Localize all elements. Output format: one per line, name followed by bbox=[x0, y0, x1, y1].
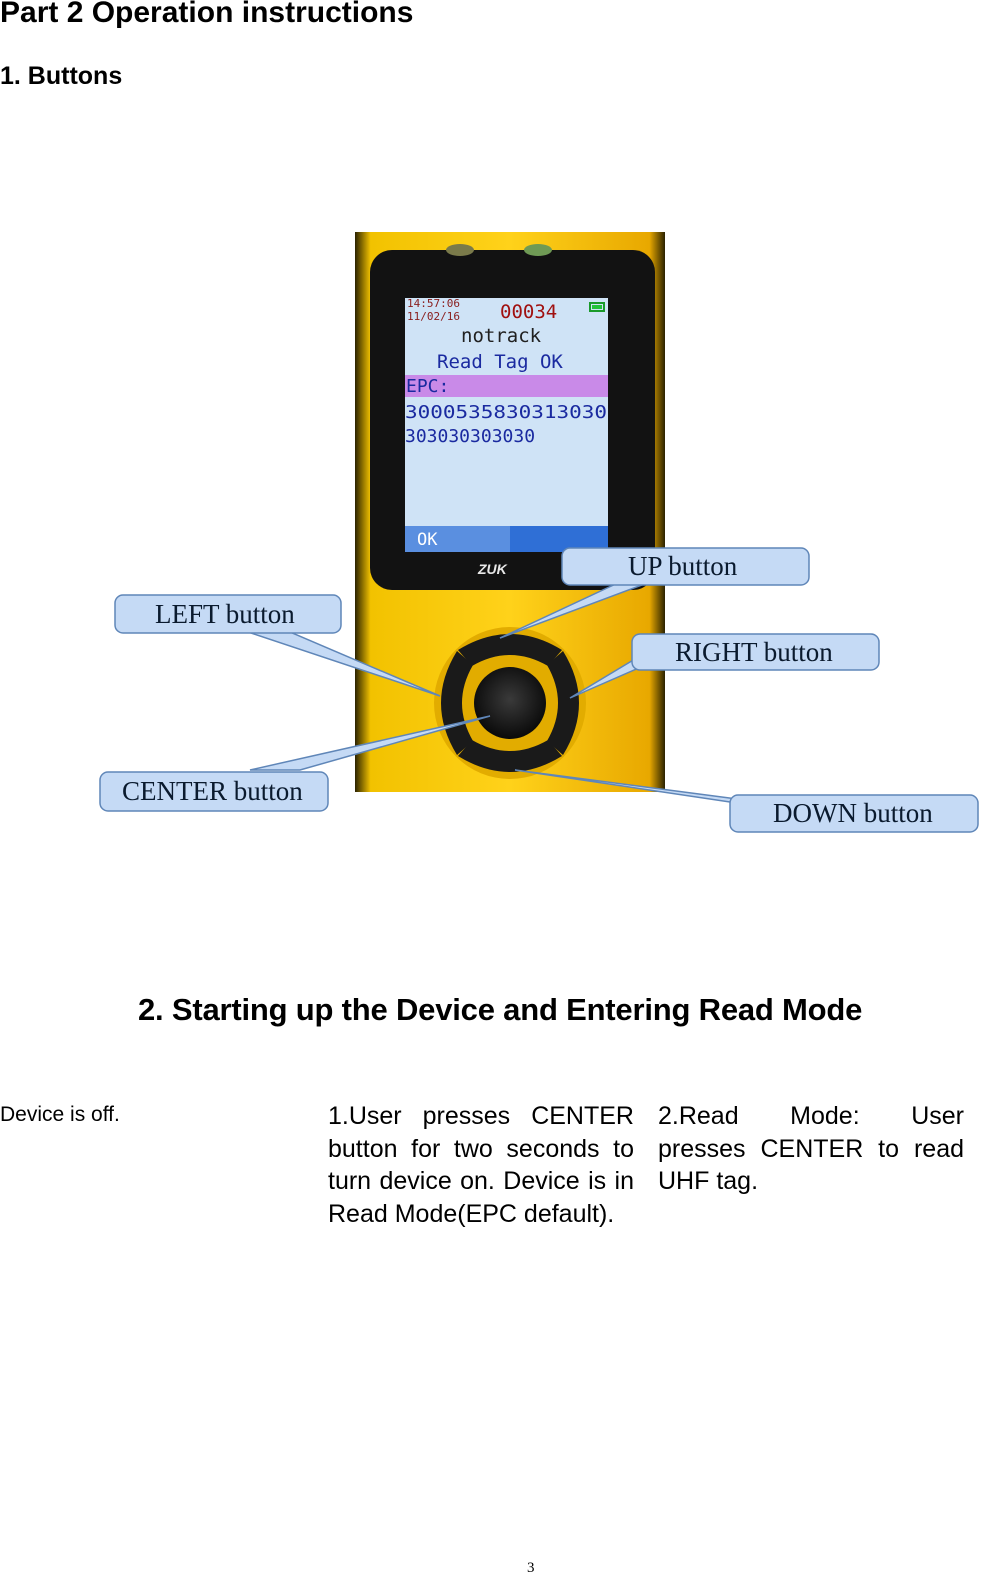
callout-down: DOWN button bbox=[729, 794, 979, 833]
screen-count: 00034 bbox=[500, 301, 557, 323]
section-heading-buttons: 1. Buttons bbox=[0, 62, 123, 90]
screen-epc-label: EPC: bbox=[406, 376, 449, 397]
callout-up: UP button bbox=[561, 547, 810, 586]
page-number: 3 bbox=[527, 1560, 535, 1576]
screen-epc2: 303030303030 bbox=[405, 426, 535, 447]
right-key bbox=[547, 651, 579, 755]
svg-text:CENTER button: CENTER button bbox=[122, 776, 303, 806]
svg-text:RIGHT button: RIGHT button bbox=[675, 637, 833, 667]
callout-left: LEFT button bbox=[114, 594, 342, 634]
device-figure: 14:57:06 11/02/16 00034 notrack Read Tag… bbox=[99, 232, 979, 833]
step-read-mode: 2.Read Mode: User presses CENTER to read… bbox=[658, 1102, 964, 1195]
section-heading-startup: 2. Starting up the Device and Entering R… bbox=[138, 992, 863, 1027]
screen-line1: notrack bbox=[461, 325, 542, 347]
brand-logo: ZUK bbox=[477, 561, 508, 577]
svg-text:LEFT button: LEFT button bbox=[155, 599, 295, 629]
callout-right: RIGHT button bbox=[631, 633, 880, 671]
left-key bbox=[441, 651, 473, 755]
screen-softkey: OK bbox=[417, 530, 438, 550]
step-device-off: Device is off. bbox=[0, 1103, 120, 1126]
up-key bbox=[458, 634, 562, 666]
screen-date: 11/02/16 bbox=[407, 310, 460, 323]
page-title: Part 2 Operation instructions bbox=[0, 0, 414, 29]
down-key bbox=[458, 740, 562, 772]
screen-time: 14:57:06 bbox=[407, 297, 460, 310]
svg-text:DOWN button: DOWN button bbox=[773, 798, 933, 828]
callout-center: CENTER button bbox=[99, 771, 329, 812]
step-power-on: 1.User presses CENTER button for two sec… bbox=[328, 1102, 634, 1228]
center-key bbox=[474, 667, 546, 739]
svg-text:UP button: UP button bbox=[628, 551, 738, 581]
screen-line2: Read Tag OK bbox=[437, 351, 563, 373]
screen-epc1: 30005358303130З0 bbox=[405, 402, 607, 423]
device-photo: 14:57:06 11/02/16 00034 notrack Read Tag… bbox=[355, 232, 665, 792]
